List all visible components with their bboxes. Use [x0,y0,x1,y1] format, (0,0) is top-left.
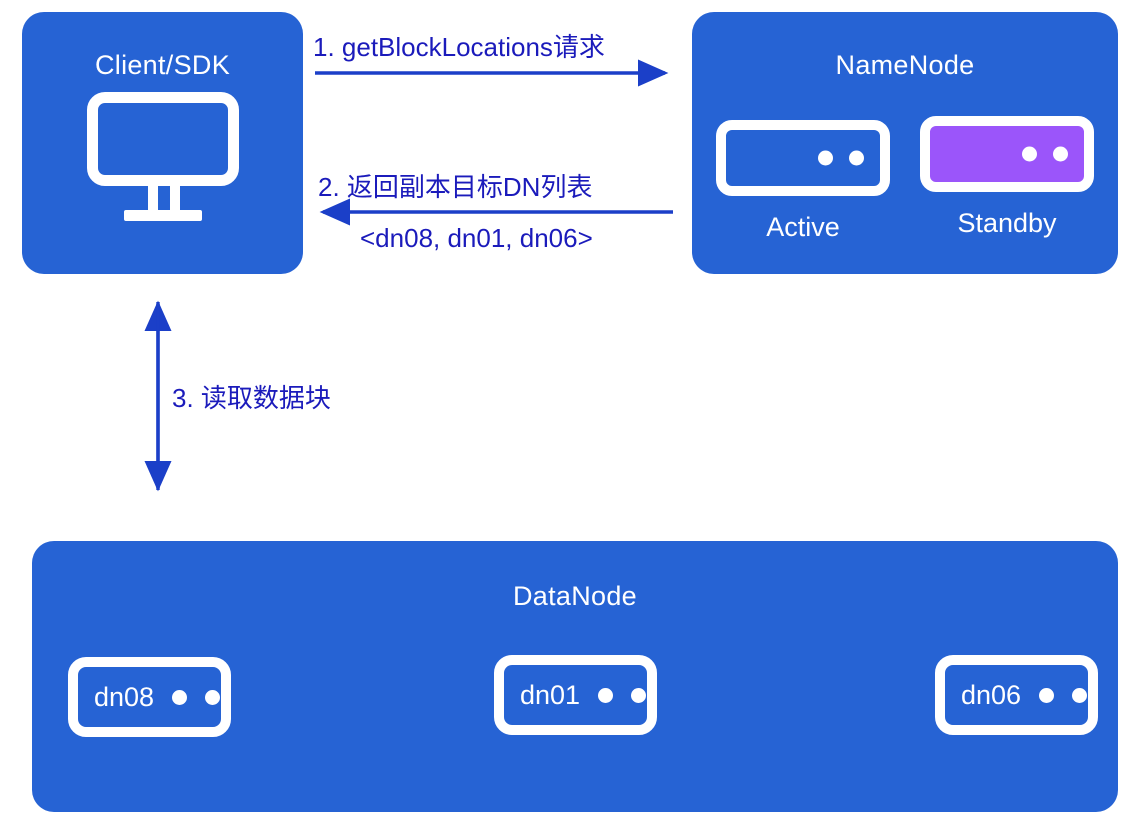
datanode-chip-label: dn06 [961,679,1022,710]
server-icon-standby [920,116,1094,192]
led-dot [1053,146,1068,162]
datanode-chip-dn08[interactable]: dn08 [68,657,231,737]
datanode-title: DataNode [513,581,637,611]
server-led-dots [818,150,864,166]
flow-label-step-2: 2. 返回副本目标DN列表 [318,172,593,202]
led-dot [172,689,188,705]
monitor-icon [86,92,239,221]
led-dot [849,150,864,166]
datanode-node[interactable]: DataNode dn08 dn01 dn06 @稀土掘金技术社区 [32,541,1118,812]
monitor-screen-shape [86,92,239,186]
namenode-active-unit[interactable]: Active [716,120,890,243]
led-dot [818,150,833,166]
flow-arrow-step-2 [319,198,673,226]
datanode-chip-label: dn08 [94,681,155,712]
client-sdk-title: Client/SDK [94,50,231,80]
flow-sublabel-step-2: <dn08, dn01, dn06> [360,223,593,253]
server-icon-active [716,120,890,196]
namenode-title: NameNode [835,50,975,80]
led-dot [598,687,614,703]
monitor-stand-left [147,186,158,214]
led-dot [1022,146,1037,162]
flow-label-step-1: 1. getBlockLocations请求 [313,32,605,62]
server-led-dots [598,687,647,703]
namenode-standby-label: Standby [957,208,1057,238]
led-dot [1039,687,1055,703]
datanode-chip-dn01[interactable]: dn01 [494,655,657,735]
flow-label-step-3: 3. 读取数据块 [172,383,331,413]
led-dot [205,689,221,705]
server-led-dots [1039,687,1088,703]
namenode-active-label: Active [766,212,840,242]
namenode-node[interactable]: NameNode Active Standby [692,12,1118,274]
flow-arrow-step-1 [315,59,669,87]
namenode-standby-unit[interactable]: Standby [920,116,1094,239]
datanode-chip-dn06[interactable]: dn06 [935,655,1098,735]
client-sdk-node[interactable]: Client/SDK [22,12,303,274]
led-dot [631,687,647,703]
server-led-dots [172,689,221,705]
datanode-chip-label: dn01 [520,679,581,710]
server-led-dots [1022,146,1068,162]
led-dot [1072,687,1088,703]
flow-arrow-step-3 [144,300,172,492]
monitor-base [123,210,202,221]
monitor-stand-right [169,186,180,214]
